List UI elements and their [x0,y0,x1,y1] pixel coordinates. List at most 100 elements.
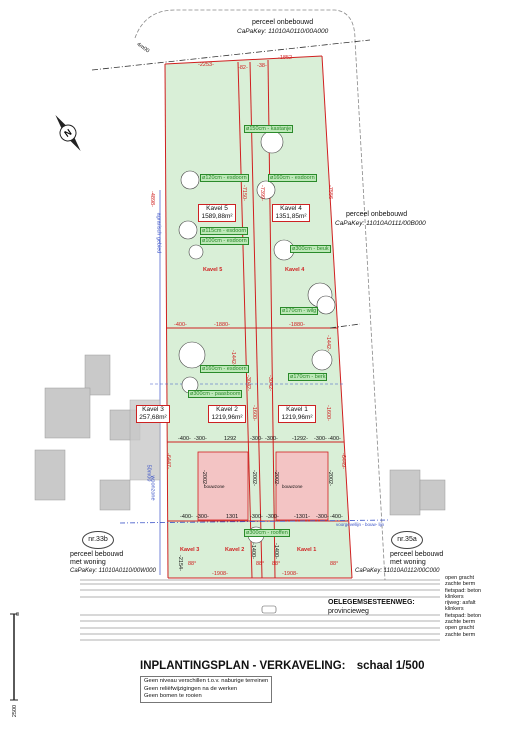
building-zone-left [197,451,249,521]
neighbour-building [99,479,131,511]
dim-top-b: -38- [257,63,267,69]
tree-label: ø150cm - kastanje [244,125,294,133]
dim-mid-right: -7399- [258,185,265,201]
dim-front-300c: -300- [265,436,278,442]
road-legend-item: open gracht [445,625,475,632]
dim-depth-e: -1600- [250,405,257,421]
road-legend-item: rijweg: asfalt [445,600,476,607]
tree-label: ø115cm - esdoorn [200,227,249,235]
dim-mid-left: -7150- [240,185,247,201]
rooilijn-label: voorgevellijn - bouw- lijn [336,522,385,527]
road-type: provincieweg [328,608,369,615]
parcel-right-built-line2: met woning [390,559,426,566]
guide-line-top [91,39,371,71]
dim-bottom-1301b: -1301- [294,514,310,520]
parcel-right-built-line1: perceel bebouwd [390,551,444,558]
tree-label: ø100cm - esdoorn [200,237,249,245]
dim-depth-b: -1442- [324,335,331,351]
outer-boundary-dashed [134,9,386,581]
plan-title: INPLANTINGSPLAN - VERKAVELING: schaal 1/… [140,660,425,672]
house-number-right: nr.35a [391,531,423,549]
scale-end: 2500 [12,704,19,718]
parcel-top-title: perceel onbebouwd [252,19,314,26]
kavel-4-name: Kavel 4 [280,205,302,212]
dim-front-1400b: -1400- [272,543,279,559]
parcel-top-key: CaPaKey: 11010A0110/00A000 [237,28,329,35]
kavel-4-red-label: Kavel 4 [285,267,305,273]
dim-right-6449: -6449- [339,453,346,469]
dim-front-400b: -400- [328,436,341,442]
road-legend-item: zachte berm [445,631,476,638]
dim-depth-c: -3042- [244,375,251,391]
parcel-left-built-key: CaPaKey: 11010A0110/00W000 [70,568,156,574]
dim-front-300b: -300- [250,436,263,442]
plan-note: Geen reliëfwijzigingen na de werken [144,685,238,692]
tree [180,170,200,190]
dim-front-300d: -300- [314,436,327,442]
dim-depth-a: -1442- [229,350,236,366]
dim-front-1400a: -1400- [249,543,256,559]
tree-label: ø160cm - esdoorn [200,365,249,373]
dim-bottom-400b: -400- [330,514,343,520]
parcel-right-key: CaPaKey: 11010A0111/00B000 [335,220,426,227]
dim-row-1880-right: -1880- [289,322,305,328]
dim-front-1292a: 1292 [224,436,237,442]
dim-front-2154: -2154- [176,555,183,571]
kavel-1-red-label: Kavel 1 [297,547,317,553]
tree [316,295,336,315]
building-zone-right [275,451,329,521]
parcel-right-title: perceel onbebouwd [346,211,408,218]
kavel-5-area: 1589,88m² [201,213,233,220]
dim-row-400-left: -400- [174,322,187,328]
north-arrow-icon: N [55,114,81,152]
dim-street-1908a: -1908- [212,571,228,577]
dim-depth-f: -1600- [324,405,331,421]
dim-depth-d: -3042- [266,375,273,391]
dim-right-side: -7556- [326,185,333,201]
parcel-right-built-key: CaPaKey: 11010A0112/00C000 [355,568,440,574]
guide-line-mid [329,323,361,329]
kavel-3-area: 257,68m² [139,414,167,421]
tree [178,220,198,240]
plan-title-main: INPLANTINGSPLAN - VERKAVELING: [140,660,346,672]
kavel-1-name: Kavel 1 [286,406,308,413]
building-label-left: bouwzone [204,484,225,489]
boundary-right [321,55,353,579]
kavel-2-area: 1219,96m² [211,414,243,421]
tree-label: ø120cm - esdoorn [200,174,249,182]
dim-bld-2002c: -2002- [272,470,279,486]
road-legend-item: open gracht [445,575,475,581]
car-icon [261,605,277,614]
tree [178,341,206,369]
boundary-mid-1 [237,61,253,579]
dim-angle-c: 88° [272,561,281,567]
dim-bottom-1301a: 1301 [226,514,239,520]
tree [311,349,333,371]
road-legend-item: klinkers [445,593,464,600]
plan-note: Geen bomen te rooien [144,693,202,699]
tree [256,180,276,200]
parcel-left-built-line1: perceel bebouwd [70,551,124,558]
dim-left-6447: -6447- [164,453,171,469]
scale-zero: 0 [16,612,20,618]
dim-front-300a: -300- [194,436,207,442]
kavel-2-name: Kavel 2 [216,406,238,413]
dim-angle-b: 88° [256,561,265,567]
neighbour-building [44,387,91,439]
svg-text:N: N [62,127,73,139]
dim-top-left: -2253- [198,62,214,68]
kavel-4-area: 1351,85m² [275,213,307,220]
kavel-3-name: Kavel 3 [142,406,164,413]
dim-bottom-300b: -300- [250,514,263,520]
dim-top-a: -82- [238,65,248,71]
plan-note: Geen niveau verschillen t.o.v. naburige … [144,678,269,684]
road-legend-item: fietspad: beton [445,612,482,619]
road-legend-item: zachte berm [445,581,476,588]
tree [260,130,284,154]
dim-front-1292b: -1292- [292,436,308,442]
neighbour-building [34,449,66,501]
kavel-3-red-label: Kavel 3 [180,547,200,553]
